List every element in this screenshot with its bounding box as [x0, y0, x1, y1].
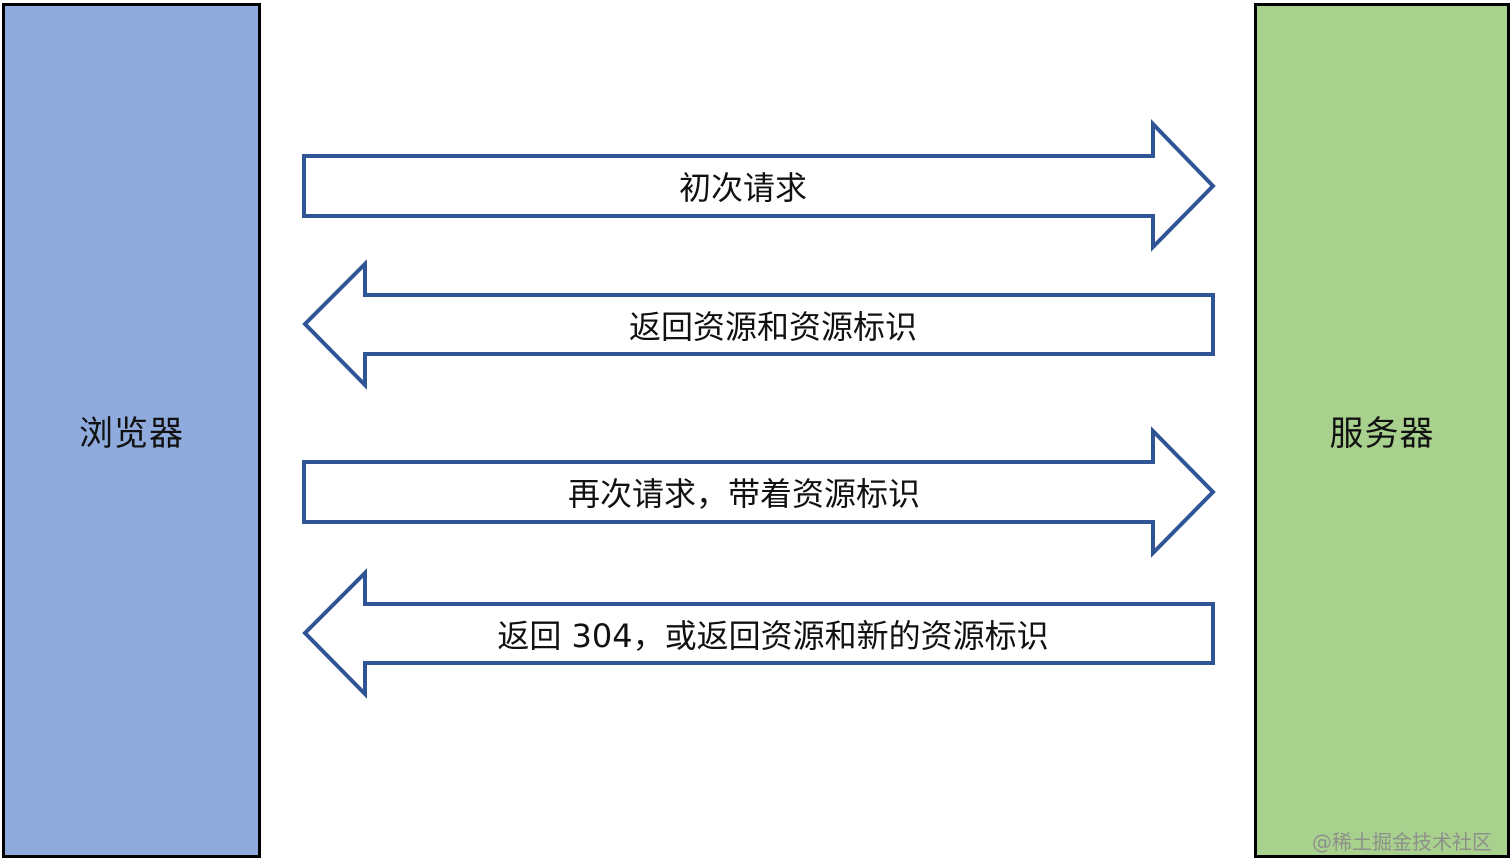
arrow-return-resource	[302, 259, 1215, 390]
arrow-initial-request	[302, 119, 1216, 252]
arrow-label-return-304: 返回 304，或返回资源和新的资源标识	[497, 617, 1049, 655]
server-label: 服务器	[1329, 414, 1435, 454]
browser-lane: 浏览器	[2, 3, 261, 858]
arrow-return-304	[302, 568, 1215, 699]
browser-label: 浏览器	[79, 414, 184, 454]
watermark: @稀土掘金技术社区	[1312, 830, 1492, 854]
server-lane: 服务器	[1254, 3, 1510, 858]
arrow-label-return-resource: 返回资源和资源标识	[628, 308, 918, 346]
arrow-repeat-request	[302, 426, 1216, 558]
arrow-label-initial-request: 初次请求	[678, 169, 808, 207]
arrow-label-repeat-request: 再次请求，带着资源标识	[567, 475, 921, 513]
